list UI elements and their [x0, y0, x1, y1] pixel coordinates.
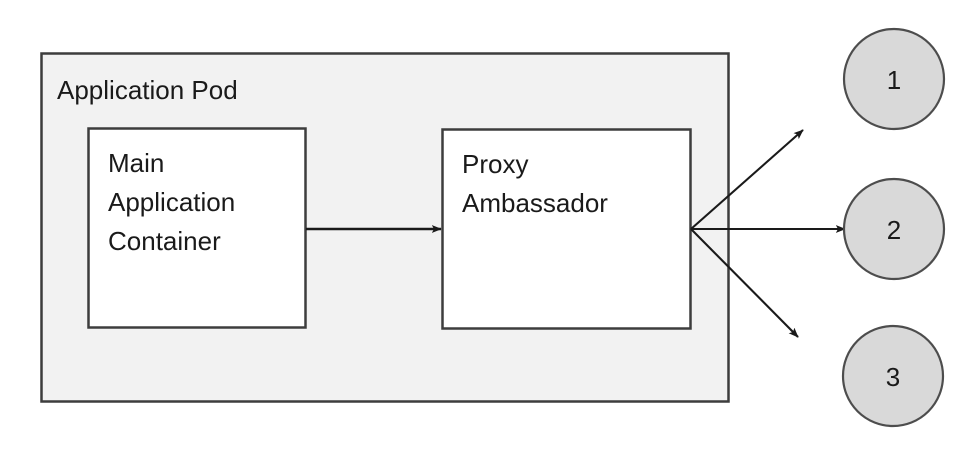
proxy-ambassador-label-line-1: Proxy	[462, 149, 528, 179]
proxy-ambassador-container[interactable]: Proxy Ambassador	[441, 128, 692, 330]
service-2-node[interactable]: 2	[842, 177, 946, 281]
main-application-container-label-line-1: Main	[108, 148, 164, 178]
connector-proxy-to-service-3	[690, 228, 799, 338]
connector-proxy-to-service-1	[690, 129, 804, 230]
service-2-circle[interactable]	[842, 177, 946, 281]
main-application-container-box[interactable]	[87, 127, 307, 329]
main-application-container-label-line-2: Application	[108, 187, 235, 217]
proxy-ambassador-label-line-2: Ambassador	[462, 188, 608, 218]
service-1-label: 1	[887, 65, 901, 95]
service-3-node[interactable]: 3	[841, 324, 945, 428]
service-1-circle[interactable]	[842, 27, 946, 131]
main-application-container[interactable]: Main Application Container	[87, 127, 307, 329]
service-1-node[interactable]: 1	[842, 27, 946, 131]
application-pod-label: Application Pod	[57, 75, 238, 105]
proxy-ambassador-box[interactable]	[441, 128, 692, 330]
main-application-container-label-line-3: Container	[108, 226, 221, 256]
service-2-label: 2	[887, 215, 901, 245]
service-3-label: 3	[886, 362, 900, 392]
service-3-circle[interactable]	[841, 324, 945, 428]
